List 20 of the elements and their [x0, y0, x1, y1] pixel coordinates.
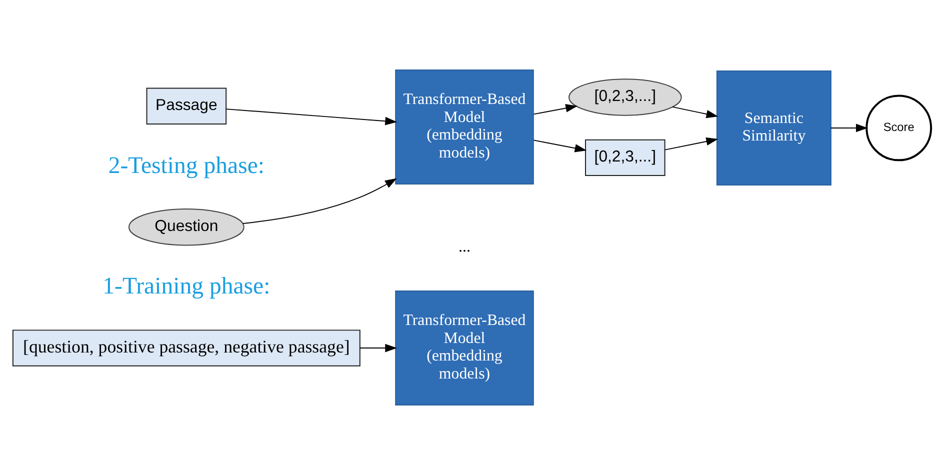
node-box: Transformer-Based Model (embedding models) — [395, 69, 534, 184]
arrow — [664, 137, 718, 150]
label: 1-Training phase: — [102, 274, 270, 300]
label: ... — [458, 238, 470, 256]
node-ellipse: Question — [128, 208, 244, 246]
arrow — [359, 344, 398, 352]
node-box: [0,2,3,...] — [585, 139, 666, 176]
node-box: [question, positive passage, negative passage] — [12, 330, 360, 366]
label: 2-Testing phase: — [108, 152, 265, 179]
arrow — [830, 124, 868, 132]
node-box: Semantic Similarity — [716, 70, 832, 186]
node-box: Passage — [146, 88, 227, 124]
arrow — [533, 104, 578, 115]
node-circle: Score — [866, 94, 932, 162]
arrow — [672, 106, 718, 118]
node-box: Transformer-Based Model (embedding models) — [395, 290, 534, 406]
arrow — [242, 178, 397, 224]
node-ellipse: [0,2,3,...] — [568, 78, 682, 116]
arrow — [533, 140, 587, 152]
arrow — [226, 108, 398, 126]
